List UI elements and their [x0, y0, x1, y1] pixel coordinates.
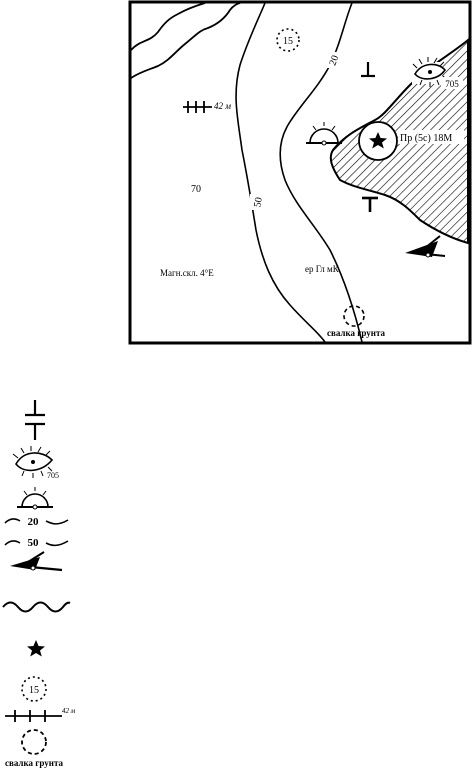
sounding-70: 70	[191, 184, 201, 195]
legend-item-dump: свалка грунта	[5, 729, 63, 768]
star-light-icon	[369, 132, 387, 149]
coastline-top-left	[130, 2, 206, 51]
legend-contour-50-label: 50	[28, 537, 40, 549]
legend-item-rock: 705	[12, 446, 59, 480]
dump-site-label: свалка грунта	[327, 328, 385, 338]
lighthouse-icon	[306, 122, 342, 146]
contour-label-50: 50	[252, 196, 265, 208]
legend-item-wreck	[10, 551, 63, 572]
legend-item-wreck-depth: 42 м	[5, 707, 76, 722]
dotted-circle-icon	[276, 28, 300, 52]
rock-height-label: 705	[445, 79, 459, 89]
legend-item-lighthouse	[17, 487, 53, 510]
legend-item-contour-20: 20	[4, 516, 69, 528]
legend-wreck-depth-label: 42 м	[62, 707, 76, 715]
rock-drying-icon	[412, 57, 448, 87]
wreck-depth-label: 42 м	[214, 101, 231, 111]
magnetic-variation-label: Магн.скл. 4°Е	[160, 268, 214, 278]
bottom-type-label: ер Гл мК	[305, 264, 340, 274]
wreck-depth-icon	[183, 101, 212, 113]
chart-legend: 705 20 50	[2, 400, 76, 768]
coastline-wave	[130, 2, 241, 79]
beacon-t-icon	[362, 196, 378, 212]
legend-contour-20-label: 20	[28, 516, 40, 528]
legend-item-buoy: 15	[21, 676, 47, 702]
wreck-icon	[405, 235, 446, 258]
light-label: Пр (5с) 18М	[400, 133, 452, 144]
depth-contour-50	[235, 2, 326, 343]
legend-item-contour-50: 50	[4, 537, 69, 549]
contour-label-20: 20	[328, 54, 342, 67]
legend-item-star	[27, 640, 45, 657]
cable-symbol-icon	[361, 62, 375, 78]
legend-dump-label: свалка грунта	[5, 758, 63, 768]
chart-map: 20 50 15 705	[128, 0, 472, 345]
legend-item-cable	[25, 400, 45, 440]
legend-buoy-label: 15	[29, 685, 39, 696]
legend-item-coastline	[2, 601, 71, 613]
legend-rock-height: 705	[47, 471, 59, 480]
buoy-depth-label: 15	[283, 36, 293, 47]
dump-circle-icon	[343, 305, 365, 327]
